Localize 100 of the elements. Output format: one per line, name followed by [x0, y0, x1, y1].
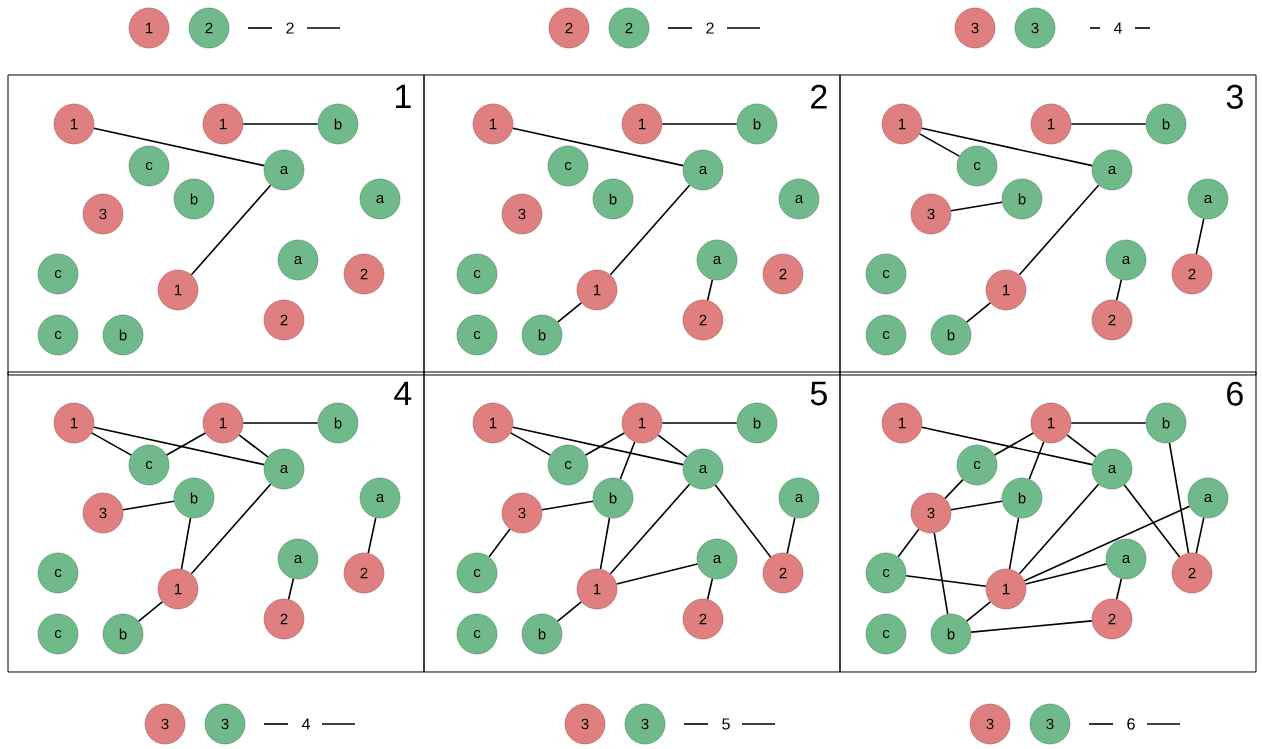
circle-node: b — [173, 477, 215, 519]
circle-node: 3 — [1029, 703, 1071, 745]
count-label: 6 — [1088, 718, 1181, 730]
edge-line — [918, 133, 961, 157]
circle-node: a — [1091, 149, 1133, 191]
circle-node: 3 — [144, 703, 186, 745]
circle-node: c — [37, 314, 79, 356]
circle-node: 1 — [157, 568, 199, 610]
circle-node: 1 — [472, 103, 514, 145]
circle-node: a — [359, 477, 401, 519]
edge-line — [661, 123, 738, 125]
edge-line — [1168, 442, 1190, 554]
circle-node: 3 — [501, 193, 543, 235]
edge-line — [619, 441, 636, 480]
circle-node: b — [102, 314, 144, 356]
edge-line — [944, 478, 964, 500]
edge-line — [165, 432, 207, 456]
edge-line — [714, 484, 772, 558]
count-label: 5 — [683, 718, 776, 730]
circle-node: 2 — [188, 7, 230, 49]
edge-line — [1195, 517, 1205, 554]
circle-node: c — [865, 253, 907, 295]
edge-line — [242, 123, 319, 125]
edge-line — [950, 201, 1003, 212]
circle-node: 1 — [472, 402, 514, 444]
circle-node: 1 — [202, 103, 244, 145]
edge-line — [599, 517, 611, 570]
edge-line — [509, 432, 552, 456]
circle-node: 3 — [564, 703, 606, 745]
circle-node: 1 — [621, 402, 663, 444]
circle-node: 3 — [204, 703, 246, 745]
circle-node: c — [547, 145, 589, 187]
circle-node: 2 — [682, 299, 724, 341]
circle-node: 2 — [608, 7, 650, 49]
edge-line — [93, 426, 265, 466]
edge-line — [921, 127, 1093, 167]
circle-node: 1 — [985, 568, 1027, 610]
edge-line — [238, 434, 269, 458]
circle-node: b — [102, 613, 144, 655]
circle-node: 2 — [682, 598, 724, 640]
circle-node: 1 — [881, 402, 923, 444]
count-label: 4 — [1089, 22, 1151, 34]
circle-node: 1 — [157, 269, 199, 311]
circle-node: 3 — [624, 703, 666, 745]
edge-line — [556, 302, 583, 323]
circle-node: 2 — [1091, 598, 1133, 640]
circle-node: 1 — [1030, 103, 1072, 145]
circle-node: b — [173, 178, 215, 220]
circle-node: c — [128, 444, 170, 486]
circle-node: c — [37, 552, 79, 594]
edge-line — [584, 432, 626, 456]
circle-node: 1 — [53, 402, 95, 444]
circle-node: a — [1091, 448, 1133, 490]
edge-line — [970, 620, 1093, 633]
edge-line — [706, 278, 714, 302]
edge-line — [122, 500, 175, 511]
edge-line — [897, 528, 920, 558]
circle-node: a — [277, 239, 319, 281]
circle-node: c — [865, 552, 907, 594]
edge-line — [1066, 434, 1097, 458]
edge-line — [512, 426, 684, 466]
edge-line — [1123, 484, 1181, 558]
circle-node: 1 — [128, 7, 170, 49]
circle-node: a — [277, 538, 319, 580]
circle-node: 3 — [969, 703, 1011, 745]
edge-line — [615, 563, 699, 585]
edge-line — [242, 422, 319, 424]
circle-node: c — [456, 314, 498, 356]
circle-node: a — [263, 149, 305, 191]
edge-line — [1008, 517, 1020, 570]
circle-node: c — [37, 613, 79, 655]
circle-node: 2 — [343, 552, 385, 594]
edge-line — [190, 483, 272, 575]
edge-line — [1028, 441, 1045, 480]
circle-node: b — [521, 314, 563, 356]
edge-line — [541, 500, 594, 511]
circle-node: 1 — [621, 103, 663, 145]
circle-node: 1 — [881, 103, 923, 145]
edge-line — [1195, 218, 1205, 255]
edge-line — [1070, 422, 1147, 424]
edge-line — [488, 528, 511, 558]
circle-node: a — [1105, 538, 1147, 580]
circle-node: b — [592, 178, 634, 220]
edge-line — [905, 574, 987, 588]
circle-node: 3 — [82, 492, 124, 534]
circle-node: c — [956, 145, 998, 187]
circle-node: 2 — [263, 299, 305, 341]
circle-node: b — [521, 613, 563, 655]
circle-node: 3 — [1014, 7, 1056, 49]
circle-node: a — [682, 149, 724, 191]
circle-node: a — [1187, 178, 1229, 220]
circle-node: 3 — [82, 193, 124, 235]
circle-node: c — [456, 552, 498, 594]
edge-line — [90, 432, 133, 456]
edge-line — [993, 432, 1035, 456]
edge-line — [657, 434, 688, 458]
edge-line — [965, 601, 992, 622]
circle-node: 2 — [762, 552, 804, 594]
edge-line — [556, 601, 583, 622]
edge-line — [609, 184, 691, 276]
